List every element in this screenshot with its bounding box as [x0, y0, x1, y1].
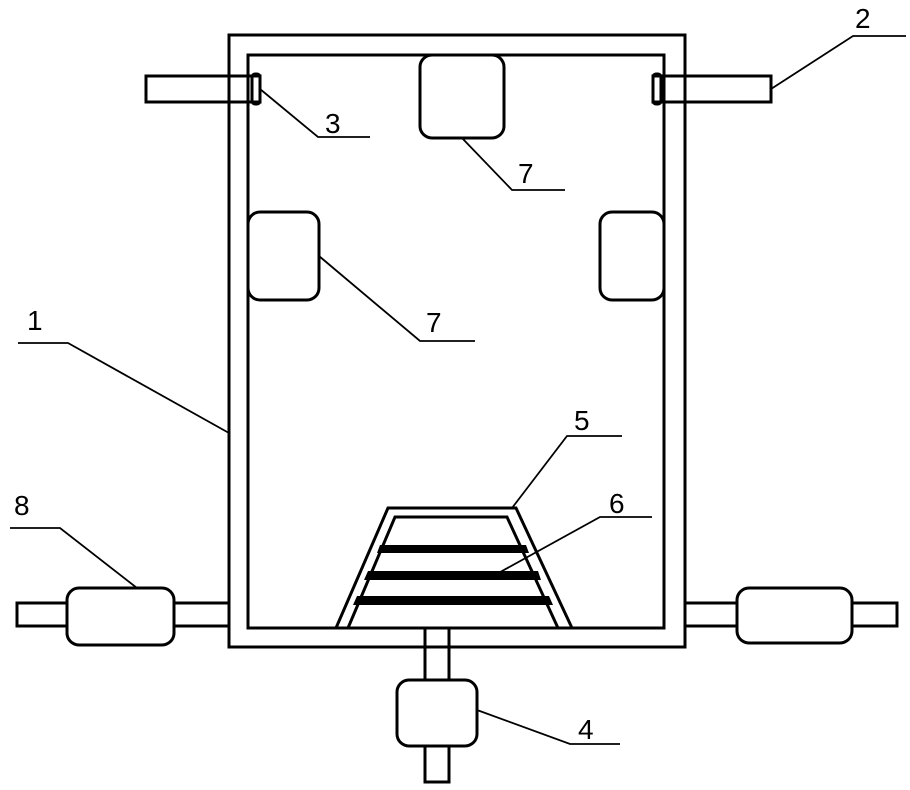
- right-valve: [735, 586, 854, 645]
- bottom-valve: [395, 678, 479, 748]
- filter-slat-1: [377, 545, 529, 553]
- top-right-pipe: [651, 74, 773, 104]
- leader-line-2: [770, 35, 906, 90]
- left-block: [246, 210, 321, 302]
- label-5: 5: [574, 405, 590, 436]
- label-1: 1: [27, 305, 43, 336]
- left-side-pipe-inner: [172, 601, 231, 628]
- leader-line-5: [511, 435, 622, 509]
- label-4: 4: [578, 714, 594, 745]
- trapezoid-support-outer: [333, 506, 575, 630]
- leader-line-3: [259, 88, 370, 138]
- leader-line-8: [10, 527, 138, 589]
- left-valve: [65, 586, 176, 647]
- leader-line-1: [18, 342, 230, 434]
- top-right-pipe-flange: [651, 72, 663, 106]
- leader-line-7-left: [318, 255, 475, 342]
- bottom-pipe-lower: [423, 744, 451, 784]
- leader-line-7-top: [461, 137, 565, 191]
- top-left-pipe: [144, 74, 262, 104]
- label-6: 6: [609, 488, 625, 519]
- filter-slat-3: [353, 596, 553, 605]
- label-3: 3: [325, 108, 341, 139]
- label-2: 2: [855, 3, 871, 34]
- leader-line-6: [492, 516, 652, 577]
- left-side-pipe-outer: [15, 601, 69, 628]
- right-block: [598, 210, 666, 302]
- right-side-pipe-outer: [850, 601, 899, 628]
- right-side-pipe-inner: [683, 601, 739, 628]
- trapezoid-support-inner: [345, 515, 561, 630]
- top-block: [418, 53, 506, 140]
- label-8: 8: [14, 490, 30, 521]
- label-7-left: 7: [426, 307, 442, 338]
- top-left-pipe-flange: [250, 72, 262, 106]
- filter-slat-2: [364, 571, 541, 580]
- vessel-outer-wall: [227, 33, 687, 649]
- leader-line-4: [476, 709, 620, 745]
- bottom-pipe-upper: [423, 626, 451, 682]
- label-7-top: 7: [518, 158, 534, 189]
